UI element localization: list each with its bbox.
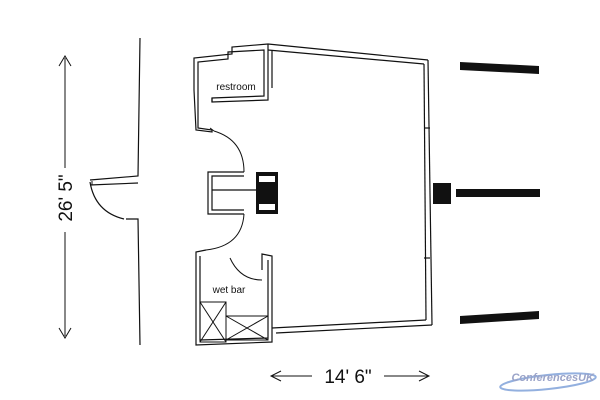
wet-bar-label: wet bar bbox=[212, 285, 246, 296]
outer-left-wall bbox=[89, 37, 141, 346]
center-block bbox=[256, 172, 278, 214]
restroom-walls bbox=[193, 43, 269, 133]
width-dimension-label: 14' 6" bbox=[324, 367, 371, 388]
width-dimension-line bbox=[269, 370, 431, 382]
main-room-walls bbox=[267, 43, 433, 334]
top-bar bbox=[460, 62, 539, 74]
middle-block bbox=[433, 183, 451, 204]
bottom-bar bbox=[460, 311, 539, 324]
watermark-swoosh-icon bbox=[499, 372, 597, 392]
height-dimension-line bbox=[58, 55, 72, 339]
height-dimension-label: 26' 5" bbox=[56, 174, 77, 221]
restroom-door-swing bbox=[209, 127, 245, 173]
wet-bar-counters bbox=[199, 301, 269, 343]
wet-bar-door-swing bbox=[229, 257, 263, 281]
middle-bar bbox=[456, 189, 540, 197]
right-bars bbox=[433, 62, 540, 324]
wet-bar-walls bbox=[195, 249, 273, 346]
corridor-walls bbox=[207, 171, 256, 215]
corridor-door-swing bbox=[205, 213, 245, 251]
watermark-text: ConferencesUK bbox=[511, 372, 595, 384]
restroom-label: restroom bbox=[216, 82, 255, 93]
watermark-logo: ConferencesUK bbox=[499, 372, 597, 392]
